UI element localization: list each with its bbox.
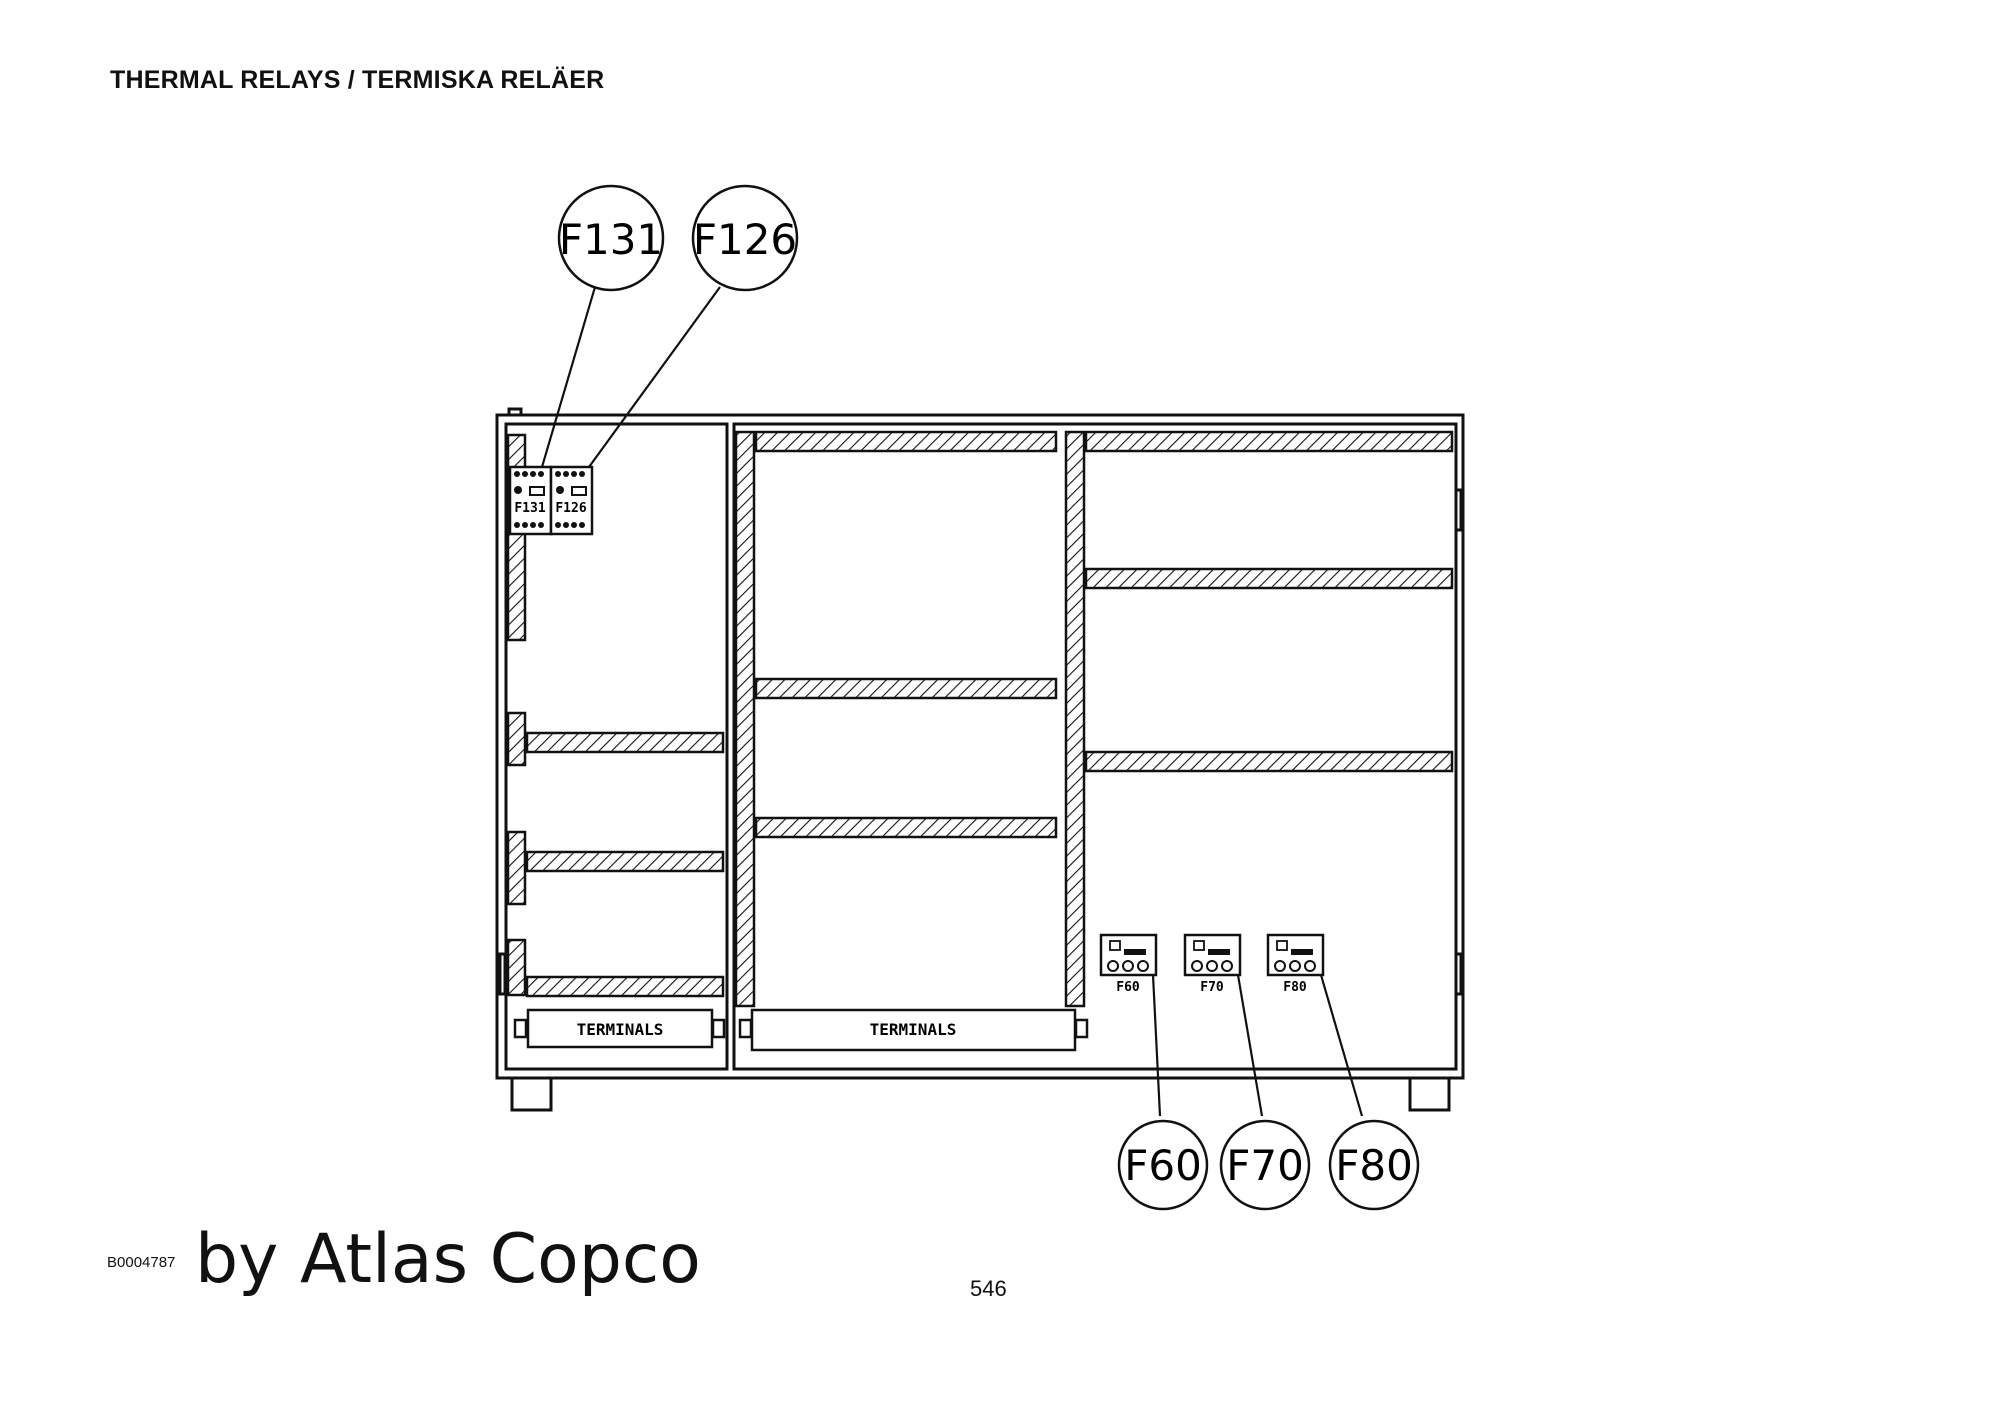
callout-f70-label: F70 xyxy=(1226,1141,1304,1190)
terminal-end-middle-a xyxy=(738,1018,753,1039)
terminals-block-left xyxy=(526,1008,714,1049)
left-rail-2 xyxy=(525,850,725,873)
foot-right xyxy=(1408,1076,1451,1112)
callout-f126-label: F126 xyxy=(693,215,797,264)
hinge-left xyxy=(498,952,507,996)
hinge-right-top xyxy=(1454,488,1463,532)
leader-f126 xyxy=(588,286,721,468)
callout-f131-bubble xyxy=(557,184,665,292)
cabinet-outer xyxy=(495,413,1465,1080)
left-vertical-channel-2 xyxy=(506,711,527,767)
callout-f126-bubble xyxy=(691,184,799,292)
middle-rail-2 xyxy=(754,677,1058,700)
relay-f60-label: F60 xyxy=(1116,980,1140,995)
relay-f70-label: F70 xyxy=(1200,980,1224,995)
page-number: 546 xyxy=(970,1276,1007,1301)
terminals-label-left: TERMINALS xyxy=(577,1020,664,1039)
callout-f80-label: F80 xyxy=(1335,1141,1413,1190)
cabinet-right-section xyxy=(732,422,1458,1071)
leader-f70 xyxy=(1236,974,1264,1117)
right-rail-2 xyxy=(1084,567,1454,590)
relay-f80: F80 xyxy=(1266,933,1325,995)
callout-f70-bubble xyxy=(1219,1119,1311,1211)
foot-left xyxy=(510,1076,553,1112)
middle-rail-3 xyxy=(754,816,1058,839)
middle-vertical-channel-left xyxy=(734,430,756,1008)
document-id: B0004787 xyxy=(107,1254,176,1271)
leader-f80 xyxy=(1319,974,1364,1117)
left-vertical-channel-3 xyxy=(506,830,527,906)
right-rail-3 xyxy=(1084,750,1454,773)
brand-watermark: by Atlas Copco xyxy=(195,1220,701,1299)
left-rail-1 xyxy=(525,731,725,754)
callout-f131-label: F131 xyxy=(559,215,663,264)
terminal-end-left-b xyxy=(711,1018,726,1039)
terminal-end-left-a xyxy=(513,1018,528,1039)
callout-f80-bubble xyxy=(1328,1119,1420,1211)
hinge-right-bottom xyxy=(1454,952,1463,996)
relay-f126 xyxy=(549,465,594,536)
terminals-label-middle: TERMINALS xyxy=(870,1020,957,1039)
relay-f60: F60 xyxy=(1099,933,1158,995)
relay-f131-label: F131 xyxy=(514,501,545,516)
middle-vertical-channel-right xyxy=(1064,430,1086,1008)
terminal-end-middle-b xyxy=(1074,1018,1089,1039)
page-title: THERMAL RELAYS / TERMISKA RELÄER xyxy=(110,66,605,94)
cabinet-left-section xyxy=(504,422,729,1071)
relay-f131-f126: F131 F126 xyxy=(508,465,594,536)
relay-f80-label: F80 xyxy=(1283,980,1307,995)
middle-rail-top xyxy=(754,430,1058,453)
top-pin xyxy=(507,407,523,417)
relay-f126-label: F126 xyxy=(555,501,586,516)
relay-f70: F70 xyxy=(1183,933,1242,995)
callout-f60-bubble xyxy=(1117,1119,1209,1211)
left-vertical-channel-4 xyxy=(506,938,527,997)
left-rail-3 xyxy=(525,975,725,998)
callout-f60-label: F60 xyxy=(1124,1141,1202,1190)
leader-f60 xyxy=(1151,974,1162,1117)
leader-f131 xyxy=(540,286,597,468)
right-rail-top xyxy=(1084,430,1454,453)
